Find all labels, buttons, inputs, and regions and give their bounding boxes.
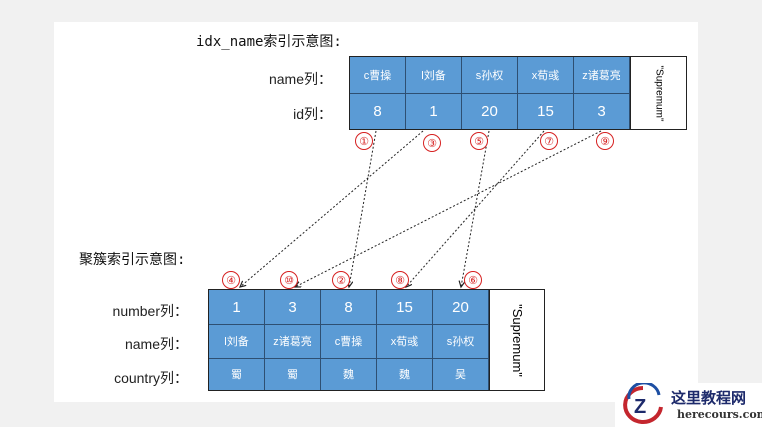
step-marker-7: ⑦ bbox=[540, 132, 558, 150]
index-id-cell: 1 bbox=[406, 93, 462, 129]
arrow-id20-to-row20 bbox=[461, 130, 490, 287]
step-marker-9: ⑨ bbox=[596, 132, 614, 150]
index-id-cell: 20 bbox=[462, 93, 518, 129]
clustered-country-cell: 魏 bbox=[321, 358, 377, 390]
clustered-number-cell: 20 bbox=[433, 290, 489, 324]
step-marker-6: ⑥ bbox=[464, 271, 482, 289]
watermark-domain: herecours.com bbox=[677, 408, 762, 421]
watermark-logo: Z 这里教程网 herecours.com bbox=[615, 383, 762, 427]
step-marker-3: ③ bbox=[423, 134, 441, 152]
clustered-page bbox=[208, 289, 545, 391]
index-name-cell: c曹操 bbox=[350, 57, 406, 93]
index-name-cell: z诸葛亮 bbox=[574, 57, 630, 93]
arrow-id1-to-row1 bbox=[240, 130, 424, 287]
index-name-cell: s孙权 bbox=[462, 57, 518, 93]
clustered-row-label-country: country列： bbox=[114, 370, 188, 386]
index-row-label-id: id列： bbox=[293, 106, 332, 122]
index-supremum: "Supremum" bbox=[630, 57, 686, 129]
index-name-cell: x荀彧 bbox=[518, 57, 574, 93]
clustered-number-cell: 15 bbox=[377, 290, 433, 324]
clustered-number-cell: 3 bbox=[265, 290, 321, 324]
index-id-cell: 15 bbox=[518, 93, 574, 129]
clustered-country-cell: 蜀 bbox=[265, 358, 321, 390]
step-marker-8: ⑧ bbox=[391, 271, 409, 289]
step-marker-2: ② bbox=[332, 271, 350, 289]
clustered-number-cell: 8 bbox=[321, 290, 377, 324]
index-row-label-name: name列： bbox=[268, 71, 332, 87]
clustered-row-label-name: name列： bbox=[124, 336, 188, 352]
arrow-id8-to-row8 bbox=[349, 130, 377, 287]
clustered-name-cell: x荀彧 bbox=[377, 324, 433, 358]
index-id-cell: 3 bbox=[574, 93, 630, 129]
clustered-name-cell: c曹操 bbox=[321, 324, 377, 358]
arrow-id3-to-row3 bbox=[295, 130, 602, 287]
clustered-row-divider bbox=[209, 324, 489, 325]
clustered-country-cell: 吴 bbox=[433, 358, 489, 390]
logo-letter: Z bbox=[634, 396, 646, 418]
index-name-cell: l刘备 bbox=[406, 57, 462, 93]
step-marker-5: ⑤ bbox=[470, 132, 488, 150]
clustered-country-cell: 蜀 bbox=[209, 358, 265, 390]
step-marker-4: ④ bbox=[222, 271, 240, 289]
clustered-name-cell: s孙权 bbox=[433, 324, 489, 358]
index-row-divider bbox=[350, 93, 630, 94]
clustered-supremum: "Supremum" bbox=[489, 290, 544, 390]
clustered-name-cell: l刘备 bbox=[209, 324, 265, 358]
clustered-diagram-title: 聚簇索引示意图: bbox=[79, 252, 186, 268]
clustered-number-cell: 1 bbox=[209, 290, 265, 324]
clustered-name-cell: z诸葛亮 bbox=[265, 324, 321, 358]
index-id-cell: 8 bbox=[350, 93, 406, 129]
arrow-id15-to-row15 bbox=[406, 130, 545, 287]
index-diagram-title: idx_name索引示意图: bbox=[196, 34, 342, 50]
index-page bbox=[349, 56, 687, 130]
z-logo-icon: Z bbox=[623, 383, 663, 424]
clustered-row-label-number: number列： bbox=[112, 303, 188, 319]
step-marker-10: ⑩ bbox=[280, 271, 298, 289]
clustered-country-cell: 魏 bbox=[377, 358, 433, 390]
watermark-name: 这里教程网 bbox=[671, 389, 747, 407]
step-marker-1: ① bbox=[355, 132, 373, 150]
clustered-row-divider bbox=[209, 358, 489, 359]
